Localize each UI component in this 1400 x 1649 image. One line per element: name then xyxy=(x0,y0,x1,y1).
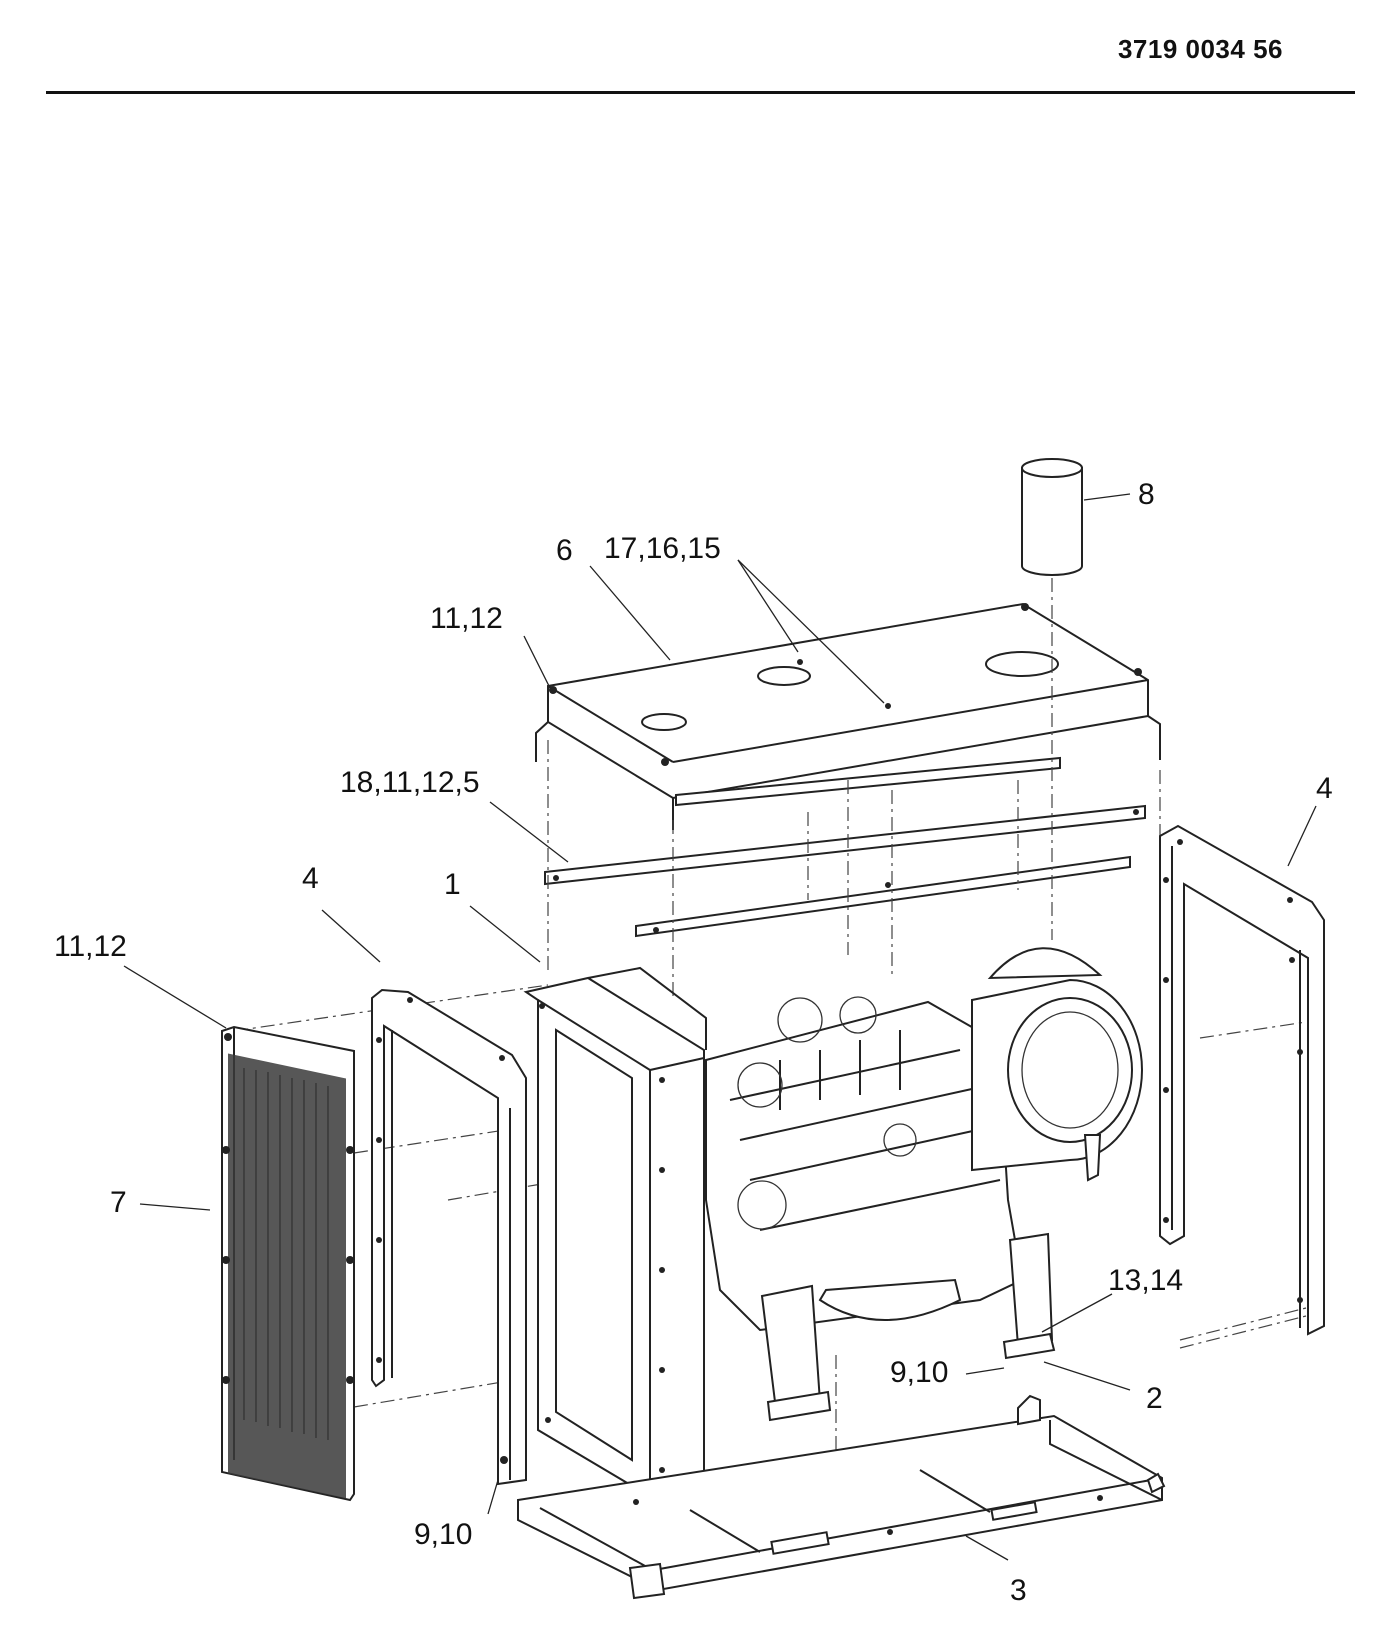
callout-17-16-15: 17,16,15 xyxy=(604,532,721,565)
callout-4-left: 4 xyxy=(302,862,319,895)
part-4-left-frame xyxy=(371,988,527,1486)
callout-9-10-right: 9,10 xyxy=(890,1356,948,1389)
callout-9-10-bottom: 9,10 xyxy=(414,1518,472,1551)
callout-11-12-left: 11,12 xyxy=(54,930,127,963)
document-number: 3719 0034 56 xyxy=(1117,34,1283,64)
callout-1: 1 xyxy=(444,868,461,901)
leader-lines xyxy=(123,493,1317,1561)
part-3-base-frame xyxy=(517,1394,1166,1600)
callout-3: 3 xyxy=(1010,1574,1027,1607)
callout-labels: 8 6 17,16,15 11,12 18,11,12,5 4 4 1 11,1… xyxy=(54,478,1333,1607)
header-rule xyxy=(46,91,1355,94)
part-1-radiator-frame xyxy=(523,966,707,1508)
part-6-top-cover xyxy=(535,602,1161,830)
alignment-lines xyxy=(233,578,1307,1515)
callout-11-12-top: 11,12 xyxy=(430,602,503,635)
callout-18-11-12-5: 18,11,12,5 xyxy=(340,766,480,799)
callout-8: 8 xyxy=(1138,478,1155,511)
engine-assembly xyxy=(705,947,1143,1422)
part-5-cross-brackets xyxy=(544,756,1146,938)
part-7-radiator-grille xyxy=(221,1025,355,1502)
part-8-exhaust-cylinder xyxy=(1021,458,1083,576)
part-4-right-frame xyxy=(1159,824,1325,1336)
callout-13-14: 13,14 xyxy=(1108,1264,1183,1297)
callout-7: 7 xyxy=(110,1186,127,1219)
callout-2: 2 xyxy=(1146,1382,1163,1415)
callout-4-right: 4 xyxy=(1316,772,1333,805)
callout-6: 6 xyxy=(556,534,573,567)
